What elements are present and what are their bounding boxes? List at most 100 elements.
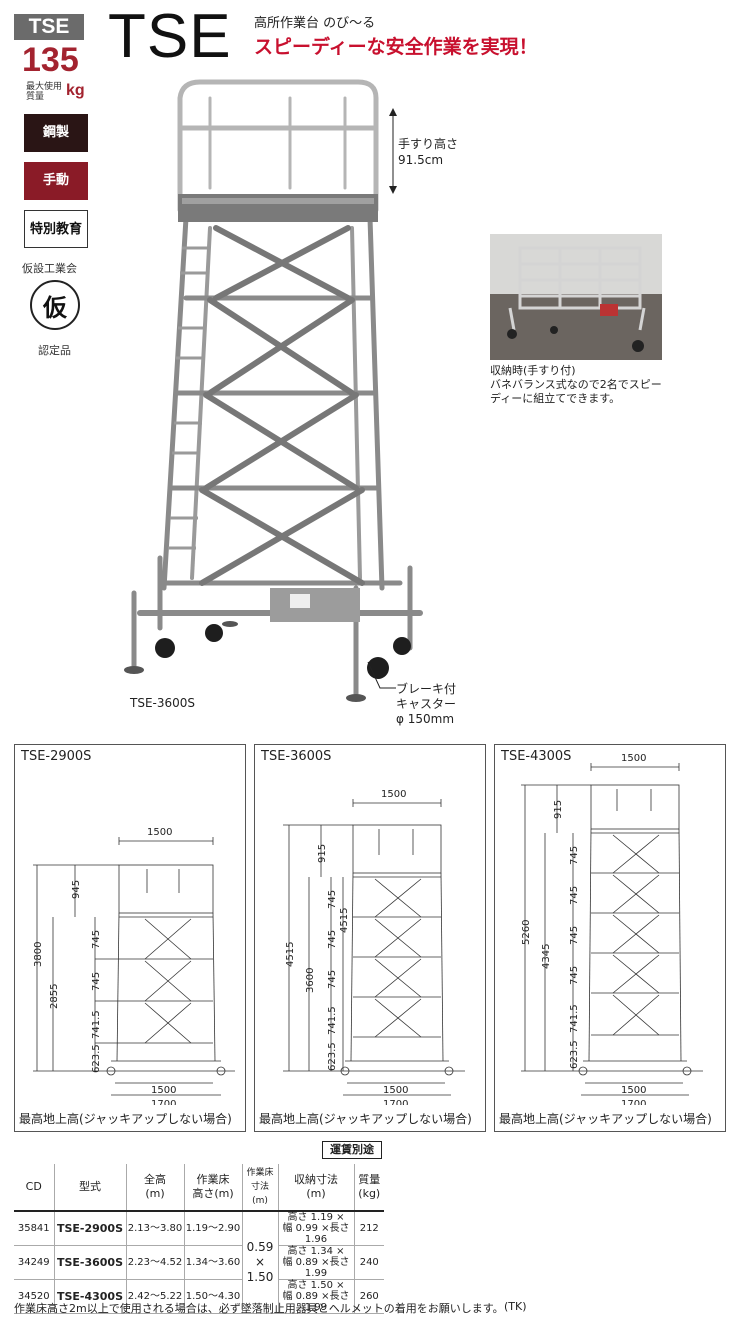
cell-cd: 34249 xyxy=(14,1245,54,1280)
caster-icon xyxy=(340,1066,350,1076)
panel-footnote: 最高地上高(ジャッキアップしない場合) xyxy=(19,1112,232,1126)
col-height: 全高(m) xyxy=(125,1164,184,1212)
certification-seal-char: 仮 xyxy=(43,294,67,322)
col-floor-height: 作業床高さ(m) xyxy=(183,1164,242,1212)
dim-level: 745 xyxy=(569,926,580,945)
certification-seal-icon xyxy=(30,280,80,330)
dim-top-width: 1500 xyxy=(381,789,406,800)
page-title: TSE xyxy=(108,2,232,71)
dim-level: 745 xyxy=(569,886,580,905)
cell-floor: 1.50〜4.30 xyxy=(183,1279,242,1314)
dimension-panel-3600s: TSE-3600S xyxy=(254,744,486,1132)
illustration-model-caption: TSE-3600S xyxy=(130,696,196,710)
dimension-drawing-4300s: 1500 1500 1700 5260 4345 915 745 745 745… xyxy=(521,753,703,1105)
cell-mass: 260 xyxy=(353,1279,384,1314)
dim-total-height: 4515 xyxy=(285,942,296,967)
certified-label: 認定品 xyxy=(38,344,71,357)
panel-footnote: 最高地上高(ジャッキアップしない場合) xyxy=(259,1112,472,1126)
scaffold-illustration xyxy=(124,79,423,702)
dim-level: 741.5 xyxy=(569,1004,580,1033)
dim-level: 745 xyxy=(327,890,338,909)
caster-icon xyxy=(106,1066,116,1076)
education-badge: 特別教育 xyxy=(24,210,88,248)
dim-base-width: 1500 xyxy=(621,1085,646,1096)
subtitle-product: 高所作業台 のび〜る xyxy=(254,16,376,31)
dim-level: 741.5 xyxy=(91,1010,102,1039)
dim-level: 623.5 xyxy=(327,1042,338,1071)
storage-photo xyxy=(490,234,662,360)
dim-level: 745 xyxy=(327,930,338,949)
storage-photo-image xyxy=(490,234,662,360)
series-badge: TSE xyxy=(14,14,84,40)
cell-mass: 212 xyxy=(353,1211,384,1246)
dim-level: 745 xyxy=(327,970,338,989)
subtitle-catch: スピーディーな安全作業を実現！ xyxy=(254,36,538,58)
cell-height: 2.42〜5.22 xyxy=(125,1279,184,1314)
panel-title: TSE-2900S xyxy=(21,749,92,764)
cell-floor: 1.19〜2.90 xyxy=(183,1211,242,1246)
capacity-unit: kg xyxy=(66,82,85,99)
panel-title: TSE-4300S xyxy=(501,749,572,764)
dim-floor-height: 3600 xyxy=(305,968,316,993)
steel-badge: 鋼製 xyxy=(24,114,88,152)
table-row: 34520 TSE-4300S 2.42〜5.22 1.50〜4.30 高さ 1… xyxy=(14,1279,384,1314)
dim-level: 623.5 xyxy=(569,1040,580,1069)
association-label: 仮設工業会 xyxy=(22,262,77,275)
spec-table: CD 型式 全高(m) 作業床高さ(m) 作業床寸法(m) 収納寸法(m) 質量… xyxy=(14,1164,384,1314)
caster-label: ブレーキ付 キャスター φ 150mm xyxy=(396,682,457,726)
dim-level: 741.5 xyxy=(327,1006,338,1035)
dim-outer-width: 1700 xyxy=(383,1099,408,1105)
dim-level: 745 xyxy=(91,930,102,949)
freight-badge: 運賃別途 xyxy=(322,1141,382,1159)
cell-storage: 高さ 1.19 ×幅 0.99 ×長さ 1.96 xyxy=(277,1211,354,1246)
cell-model: TSE-4300S xyxy=(53,1279,126,1314)
safety-note: 作業床高さ2m以上で使用される場合は、必ず墜落制止用器具とヘルメットの着用をお願… xyxy=(14,1302,504,1315)
dim-total-height: 3800 xyxy=(33,942,44,967)
cell-mass: 240 xyxy=(353,1245,384,1280)
caster-leader-line xyxy=(367,661,396,689)
caster-icon xyxy=(444,1066,454,1076)
table-row: 34249 TSE-3600S 2.23〜4.52 1.34〜3.60 高さ 1… xyxy=(14,1245,384,1280)
table-header-row: CD 型式 全高(m) 作業床高さ(m) 作業床寸法(m) 収納寸法(m) 質量… xyxy=(14,1164,384,1212)
handrail-height-arrow-icon xyxy=(389,108,397,194)
cell-model: TSE-2900S xyxy=(53,1211,126,1246)
dimension-panel-2900s: TSE-2900S 1500 xyxy=(14,744,246,1132)
dimension-panel-4300s: TSE-4300S xyxy=(494,744,726,1132)
dimension-drawing-3600s: 1500 1500 1700 4515 3600 915 4515 745 74… xyxy=(283,789,465,1105)
dim-level: 745 xyxy=(569,846,580,865)
col-model: 型式 xyxy=(53,1164,126,1212)
table-row: 35841 TSE-2900S 2.13〜3.80 1.19〜2.90 0.59… xyxy=(14,1211,384,1314)
capacity-label: 最大使用質量 xyxy=(26,82,63,102)
cell-storage: 高さ 1.34 ×幅 0.89 ×長さ 1.99 xyxy=(277,1245,354,1280)
cell-model: TSE-3600S xyxy=(53,1245,126,1280)
dimension-drawing-2900s: 1500 1500 1700 3800 2855 945 745 745 741… xyxy=(33,827,235,1105)
cell-cd: 34520 xyxy=(14,1279,54,1314)
col-storage: 収納寸法(m) xyxy=(277,1164,354,1212)
cell-floor: 1.34〜3.60 xyxy=(183,1245,242,1280)
cell-cd: 35841 xyxy=(14,1211,54,1246)
dim-floor-height: 4345 xyxy=(541,944,552,969)
dim-outer-width: 1700 xyxy=(151,1099,176,1105)
dim-rail-height: 945 xyxy=(71,880,82,899)
dim-level: 623.5 xyxy=(91,1044,102,1073)
panel-footnote: 最高地上高(ジャッキアップしない場合) xyxy=(499,1112,712,1126)
dim-floor-height: 2855 xyxy=(49,984,60,1009)
dim-level: 745 xyxy=(569,966,580,985)
capacity-value: 135 xyxy=(22,41,79,79)
col-floor-size: 作業床寸法(m) xyxy=(241,1164,278,1212)
dim-total-height: 5260 xyxy=(521,920,532,945)
caster-icon xyxy=(216,1066,226,1076)
col-mass: 質量(kg) xyxy=(353,1164,384,1212)
caster-icon xyxy=(578,1066,588,1076)
col-cd: CD xyxy=(14,1164,54,1212)
dim-outer-width: 1700 xyxy=(621,1099,646,1105)
dim-base-width: 1500 xyxy=(151,1085,176,1096)
dim-level: 745 xyxy=(91,972,102,991)
caster-icon xyxy=(682,1066,692,1076)
dim-rail-height: 915 xyxy=(317,844,328,863)
cell-height: 2.23〜4.52 xyxy=(125,1245,184,1280)
cell-floor-size: 0.59 ×1.50 xyxy=(241,1211,278,1314)
handrail-height-label: 手すり高さ 91.5cm xyxy=(398,137,459,167)
manual-badge: 手動 xyxy=(24,162,88,200)
cell-storage: 高さ 1.50 ×幅 0.89 ×長さ 1.99 xyxy=(277,1279,354,1314)
